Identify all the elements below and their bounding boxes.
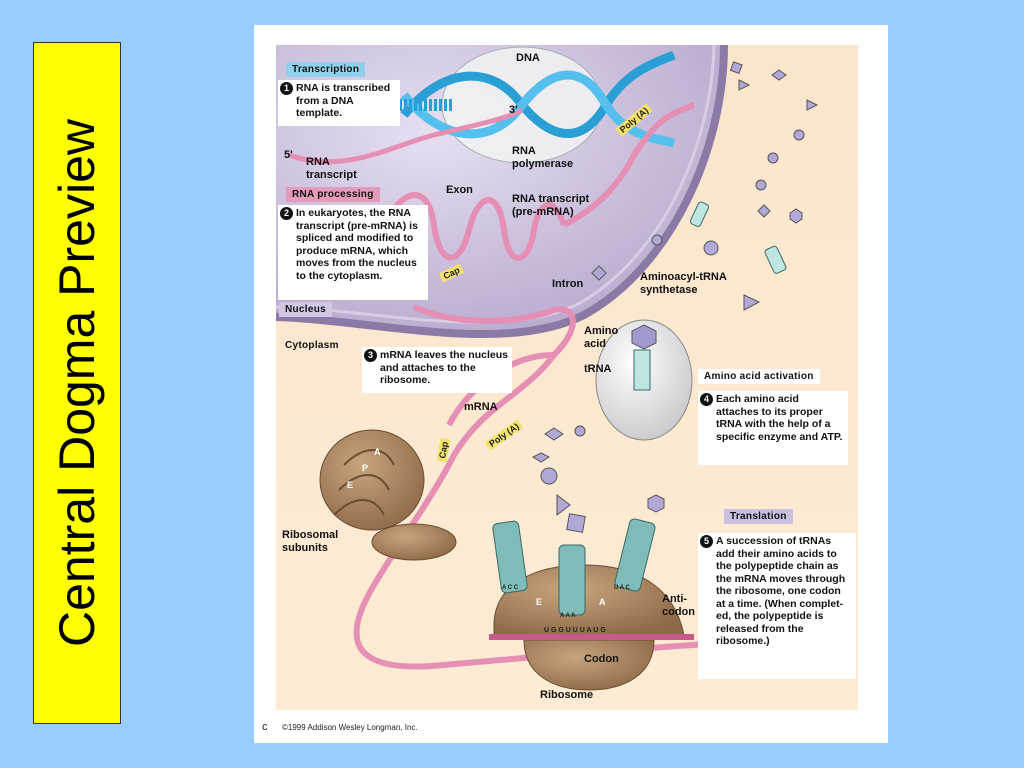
rna-transcript-strand	[288, 107, 524, 165]
step-2-callout: 2 In eukaryotes, the RNA transcript (pre…	[278, 205, 428, 300]
label-site-a: A	[374, 447, 381, 457]
trna-shape	[633, 349, 651, 391]
label-aminoacyl-synthetase: Aminoacyl-tRNA synthetase	[640, 271, 727, 296]
step-5-text: A succession of tRNAs add their amino ac…	[716, 535, 846, 647]
label-anticodon-left: A C C	[502, 585, 519, 591]
rna-processing-header: RNA processing	[286, 187, 380, 202]
step-2-number: 2	[280, 207, 293, 220]
amino-acid-activation-header: Amino acid activation	[698, 369, 820, 384]
step-2-text: In eukaryotes, the RNA transcript (pre-m…	[296, 207, 418, 282]
label-dna: DNA	[516, 52, 540, 64]
label-5-prime: 5'	[284, 149, 293, 161]
translation-header: Translation	[724, 509, 793, 524]
slide-title-box: Central Dogma Preview	[33, 42, 121, 724]
step-3-text: mRNA leaves the nucleus and attaches to …	[380, 349, 508, 386]
label-ribosome: Ribosome	[540, 689, 594, 701]
transcription-header: Transcription	[286, 62, 366, 77]
ribosomal-large-subunit	[319, 429, 425, 531]
step-1-text: RNA is transcribed from a DNA template.	[296, 82, 391, 119]
label-rna-transcript: RNA transcript	[306, 156, 357, 181]
diagram-panel: Transcription RNA processing Nucleus Cyt…	[254, 25, 888, 743]
label-anticodon: Anti-codon	[662, 593, 695, 618]
step-4-number: 4	[700, 393, 713, 406]
step-1-callout: 1 RNA is transcribed from a DNA template…	[278, 80, 400, 126]
step-4-text: Each amino acid attaches to its proper t…	[716, 393, 843, 443]
label-codon-sequence: U G G U U U A U G	[544, 627, 606, 634]
cytoplasm-header: Cytoplasm	[285, 340, 339, 351]
step-4-callout: 4 Each amino acid attaches to its proper…	[698, 391, 848, 465]
step-3-number: 3	[364, 349, 377, 362]
label-anticodon-mid: A A A	[560, 613, 576, 619]
pre-mrna-tail	[562, 102, 695, 228]
label-ribosome-e-site: E	[536, 597, 543, 607]
label-site-p: P	[362, 463, 369, 473]
pre-mrna-strand	[381, 192, 567, 262]
label-3-prime: 3'	[509, 104, 518, 116]
dna-strand-2	[400, 70, 676, 148]
stray-c: c	[262, 721, 268, 733]
translation-ribosome	[489, 518, 694, 691]
label-ribosomal-subunits: Ribosomal subunits	[282, 529, 339, 554]
label-anticodon-right: U A C	[614, 585, 630, 591]
label-rna-polymerase: RNA polymerase	[512, 145, 574, 170]
free-molecules	[531, 61, 819, 533]
label-intron: Intron	[552, 278, 584, 290]
copyright-text: ©1999 Addison Wesley Longman, Inc.	[282, 723, 418, 732]
label-codon: Codon	[584, 653, 619, 665]
label-ribosome-a-site: A	[599, 597, 606, 607]
dna-strand-1	[400, 50, 676, 138]
label-amino-acid: Amino acid	[584, 325, 619, 350]
amino-acid-hexagon	[631, 324, 657, 350]
step-5-number: 5	[700, 535, 713, 548]
nucleus-header: Nucleus	[279, 302, 333, 317]
step-3-callout: 3 mRNA leaves the nucleus and attaches t…	[362, 347, 512, 393]
slide-title: Central Dogma Preview	[49, 119, 105, 647]
label-trna: tRNA	[584, 363, 612, 375]
step-5-callout: 5 A succession of tRNAs add their amino …	[698, 533, 856, 679]
label-mrna: mRNA	[464, 401, 498, 413]
step-1-number: 1	[280, 82, 293, 95]
ribosomal-small-subunit	[371, 523, 457, 561]
label-site-e: E	[347, 480, 354, 490]
label-exon: Exon	[446, 184, 473, 196]
nuclear-envelope-inner	[275, 44, 716, 324]
label-rna-transcript-pre: RNA transcript (pre-mRNA)	[512, 193, 590, 218]
nuclear-envelope	[275, 44, 728, 338]
